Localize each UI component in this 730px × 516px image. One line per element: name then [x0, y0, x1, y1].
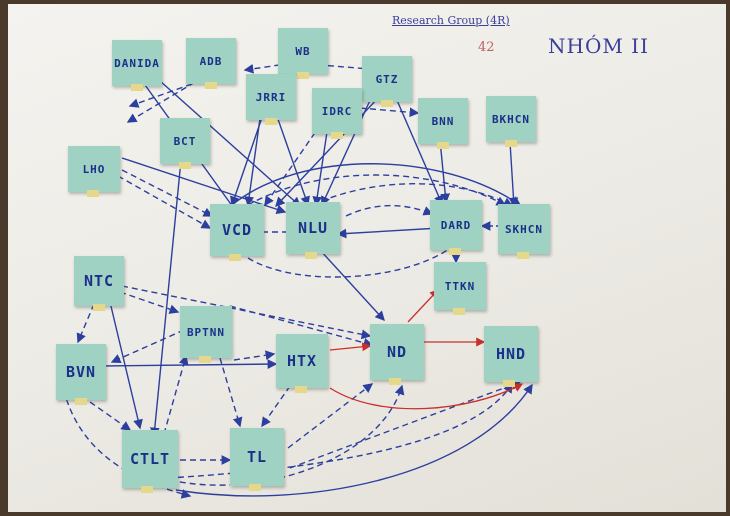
sticky-note-htx: HTX [276, 334, 328, 393]
sticky-note-wb: WB [278, 28, 328, 79]
note-label: ND [386, 342, 408, 361]
note-label: ADB [199, 54, 223, 68]
sticky-note-dard: DARD [430, 200, 482, 255]
tape-strip [331, 132, 343, 139]
sticky-note-ctlt: CTLT [122, 430, 178, 493]
note-label: BNN [431, 114, 455, 128]
sticky-note-vcd: VCD [210, 204, 264, 261]
sticky-note-tl: TL [230, 428, 284, 491]
sticky-note-nd: ND [370, 324, 424, 385]
note-label: NLU [297, 218, 329, 237]
note-label: DARD [440, 218, 472, 232]
tape-strip [75, 398, 87, 405]
tape-strip [249, 484, 261, 491]
tape-strip [437, 142, 449, 149]
note-label: LHO [82, 162, 106, 176]
group-name-heading: NHÓM II [548, 34, 649, 58]
tape-strip [503, 380, 515, 387]
note-label: IDRC [321, 104, 353, 118]
sticky-note-lho: LHO [68, 146, 120, 197]
sticky-note-skhcn: SKHCN [498, 204, 550, 259]
tape-strip [229, 254, 241, 261]
tape-strip [93, 304, 105, 311]
tape-strip [389, 378, 401, 385]
research-group-heading: Research Group (4R) [392, 14, 510, 27]
tape-strip [265, 118, 277, 125]
sticky-note-adb: ADB [186, 38, 236, 89]
note-label: CTLT [129, 449, 171, 468]
note-label: HTX [286, 351, 318, 370]
tape-strip [449, 248, 461, 255]
sticky-note-danida: DANIDA [112, 40, 162, 91]
note-label: GTZ [375, 72, 399, 86]
sticky-note-hnd: HND [484, 326, 538, 387]
note-label: NTC [83, 271, 115, 290]
note-label: WB [295, 44, 311, 58]
sticky-note-gtz: GTZ [362, 56, 412, 107]
note-label: BCT [173, 134, 197, 148]
note-label: TL [246, 447, 268, 466]
tape-strip [87, 190, 99, 197]
tape-strip [141, 486, 153, 493]
tape-strip [199, 356, 211, 363]
sticky-note-bptnn: BPTNN [180, 306, 232, 363]
note-label: VCD [221, 220, 253, 239]
note-label: TTKN [444, 279, 476, 293]
sticky-note-bct: BCT [160, 118, 210, 169]
tape-strip [305, 252, 317, 259]
sticky-note-bkhcn: BKHCN [486, 96, 536, 147]
sticky-note-bvn: BVN [56, 344, 106, 405]
sticky-note-ttkn: TTKN [434, 262, 486, 315]
sticky-note-idrc: IDRC [312, 88, 362, 139]
tape-strip [179, 162, 191, 169]
tape-strip [381, 100, 393, 107]
tape-strip [453, 308, 465, 315]
tape-strip [295, 386, 307, 393]
sticky-note-nlu: NLU [286, 202, 340, 259]
tape-strip [297, 72, 309, 79]
note-label: BKHCN [491, 112, 531, 126]
note-label: HND [495, 344, 527, 363]
group-count-note: 42 [478, 40, 495, 55]
tape-strip [517, 252, 529, 259]
sticky-note-ntc: NTC [74, 256, 124, 311]
note-label: BPTNN [186, 325, 226, 339]
tape-strip [505, 140, 517, 147]
note-label: BVN [65, 362, 97, 381]
sticky-note-bnn: BNN [418, 98, 468, 149]
sticky-note-jirci: JRRI [246, 74, 296, 125]
note-label: SKHCN [504, 222, 544, 236]
tape-strip [131, 84, 143, 91]
tape-strip [205, 82, 217, 89]
note-label: JRRI [255, 90, 287, 104]
note-label: DANIDA [114, 56, 160, 70]
